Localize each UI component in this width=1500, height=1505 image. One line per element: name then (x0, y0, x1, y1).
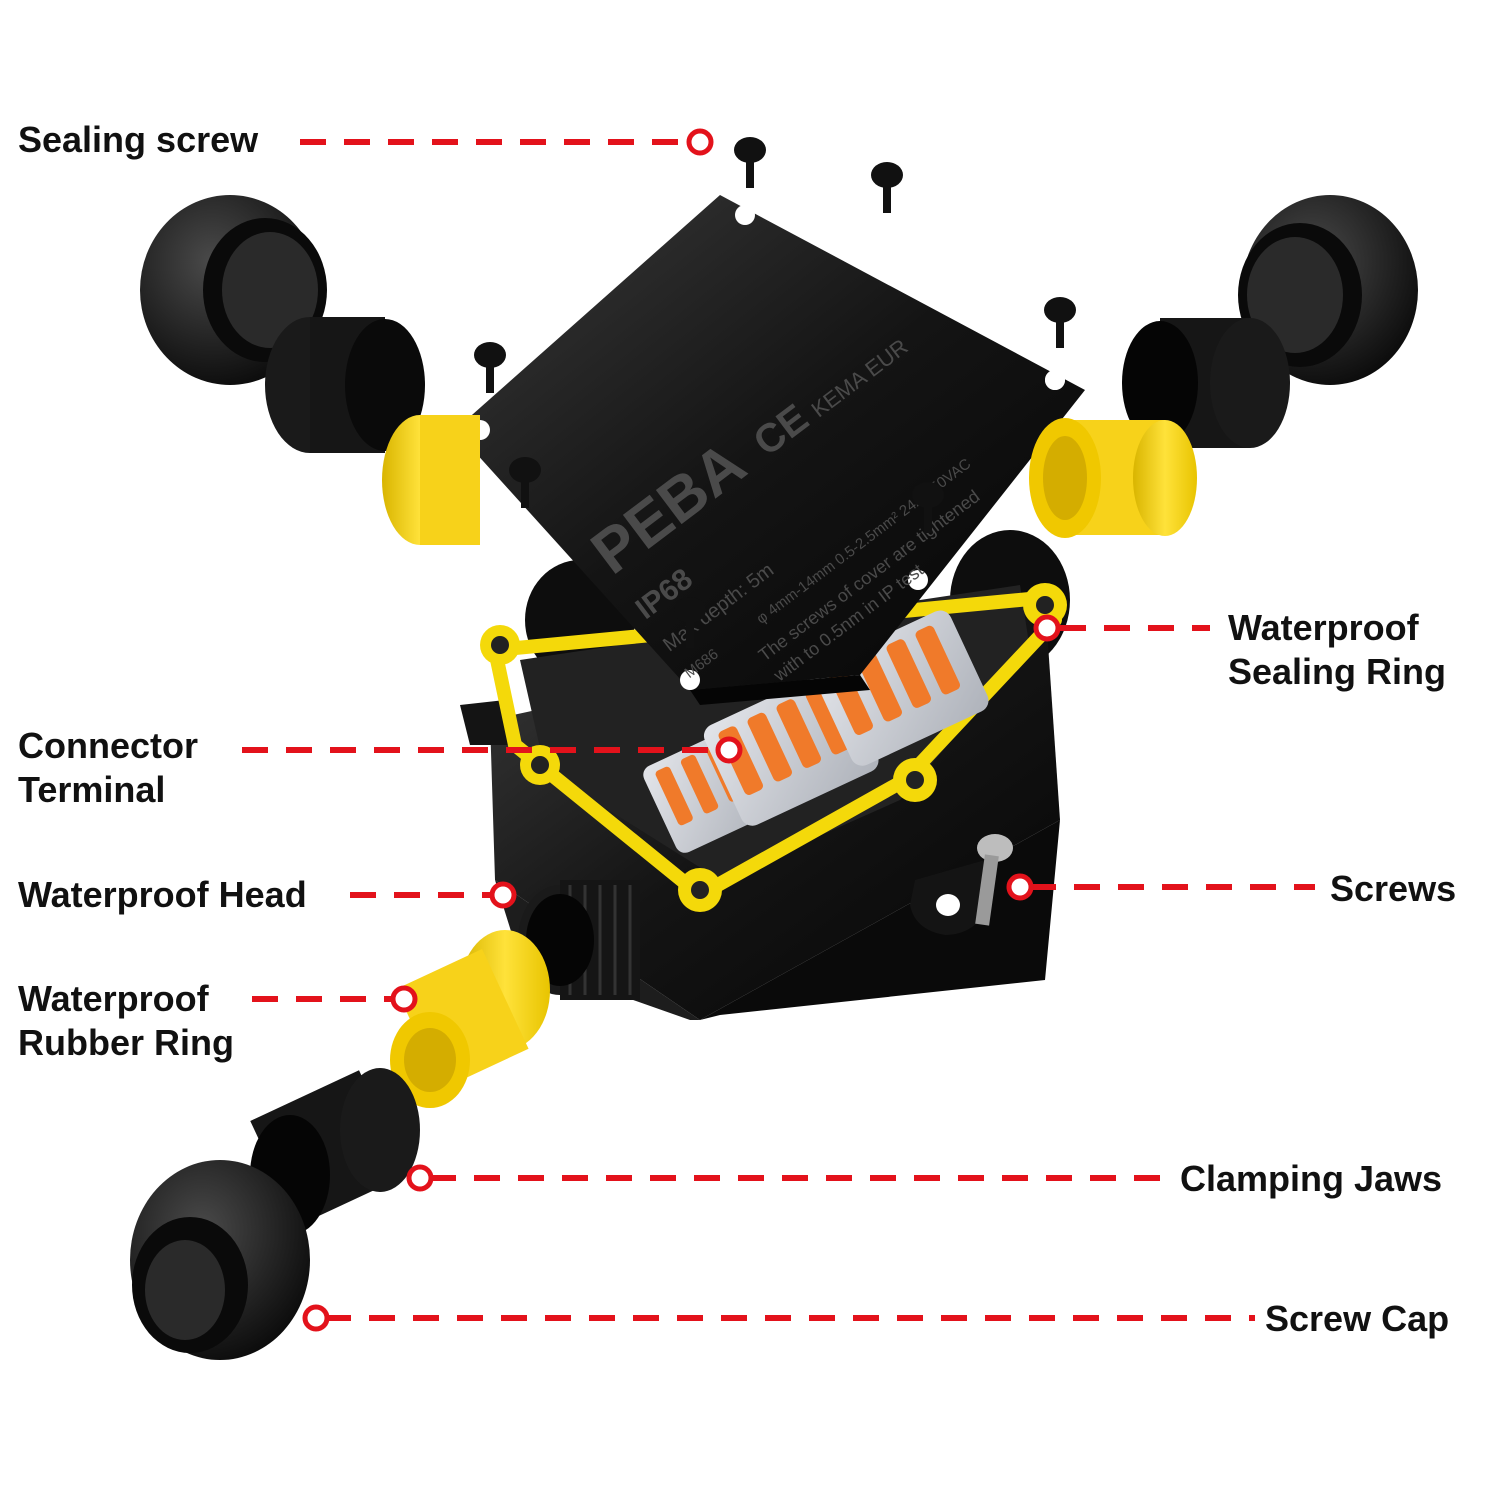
rubber-ring-icon (390, 930, 550, 1108)
clamping-jaw-icon (1122, 318, 1290, 448)
label-connector-terminal-line1: Connector (18, 725, 198, 766)
terminal-block-icon (643, 610, 989, 853)
rubber-ring-icon (1029, 418, 1197, 538)
junction-box-lid: PEBA CE KEMA EUR IP68 Max depth: 5m φ 4m… (455, 195, 1085, 705)
label-waterproof-rubber-ring-line1: Waterproof (18, 978, 209, 1019)
label-waterproof-rubber-ring-line2: Rubber Ring (18, 1022, 234, 1063)
label-sealing-screw: Sealing screw (18, 119, 259, 160)
label-screws: Screws (1330, 868, 1457, 909)
label-waterproof-head: Waterproof Head (18, 874, 307, 915)
screw-icon (474, 137, 1076, 648)
metal-screw-icon (975, 834, 1013, 926)
upper-right-gland (1029, 195, 1418, 538)
rubber-ring-icon (382, 415, 480, 545)
label-waterproof-sealing-ring: Waterproof Sealing Ring (1228, 606, 1446, 694)
label-waterproof-rubber-ring: Waterproof Rubber Ring (18, 977, 234, 1065)
upper-left-gland (140, 195, 480, 545)
callout-lines (242, 139, 1315, 1321)
label-waterproof-sealing-ring-line2: Sealing Ring (1228, 651, 1447, 692)
bottom-gland (130, 930, 550, 1360)
label-screw-cap: Screw Cap (1265, 1298, 1450, 1339)
label-clamping-jaws: Clamping Jaws (1180, 1158, 1443, 1199)
label-waterproof-sealing-ring-line1: Waterproof (1228, 607, 1419, 648)
label-connector-terminal-line2: Terminal (18, 769, 166, 810)
nut-cap-icon (130, 1160, 310, 1360)
callout-marker-icon (302, 128, 1061, 1332)
clamping-jaw-icon (265, 317, 425, 453)
label-connector-terminal: Connector Terminal (18, 724, 198, 812)
